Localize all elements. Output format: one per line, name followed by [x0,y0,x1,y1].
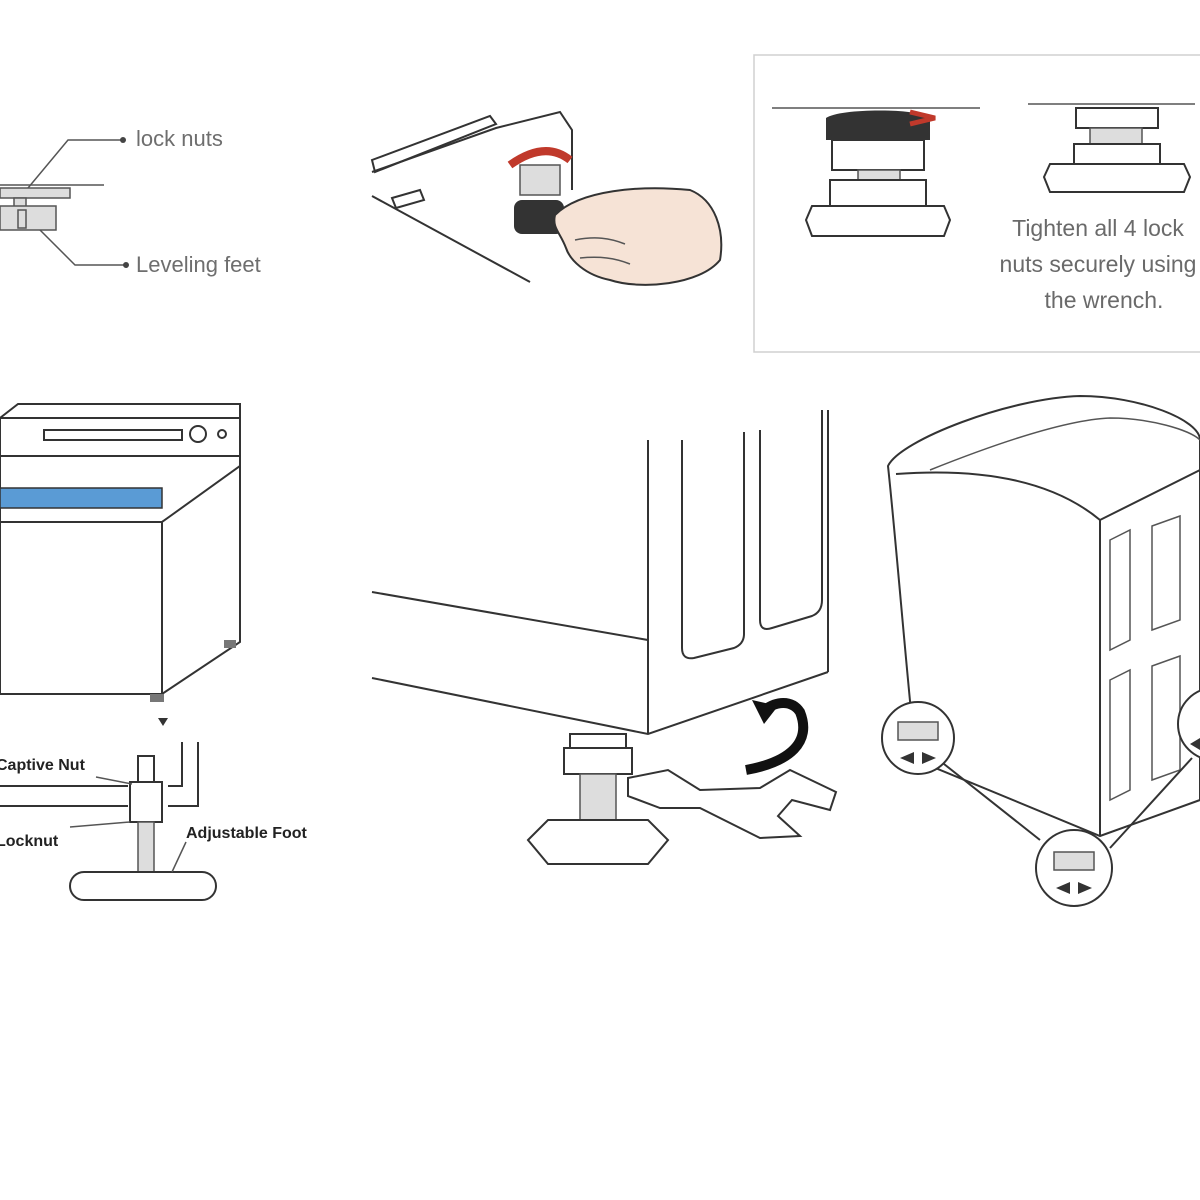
caption-box [753,54,1200,353]
label-adjustable-foot: Adjustable Foot [186,825,308,842]
label-leveling-feet: Leveling feet [136,252,261,277]
panel-washer-adjustable-foot: Captive Nut Locknut Adjustable Foot [0,403,308,901]
label-lock-nuts: lock nuts [136,126,223,151]
label-locknut: Locknut [0,833,59,850]
rotate-arrow-icon [745,698,809,775]
panel-washer-corner-feet [881,394,1200,907]
caption-line-2: nuts securely using [1000,251,1197,277]
tub-lid-icon [0,487,163,509]
panel-lock-nuts-detail: lock nuts Leveling feet [0,126,261,277]
wrench-icon [627,768,838,840]
panel-tighten-lock-nuts: Tighten all 4 lock nuts securely using t… [753,54,1200,353]
corner-foot-magnifier-left [881,701,955,775]
caption-line-3: the wrench. [1045,287,1164,313]
panel-wrench-adjusting-foot [371,410,838,865]
corner-foot-magnifier-front [1035,829,1113,907]
label-captive-nut: Captive Nut [0,757,86,774]
corner-foot-magnifier-right [1177,689,1200,759]
caption-line-1: Tighten all 4 lock [1012,215,1184,241]
hand-icon [553,187,723,286]
panel-hand-adjusting-foot [370,110,723,286]
rotate-arrow-icon [507,147,573,169]
